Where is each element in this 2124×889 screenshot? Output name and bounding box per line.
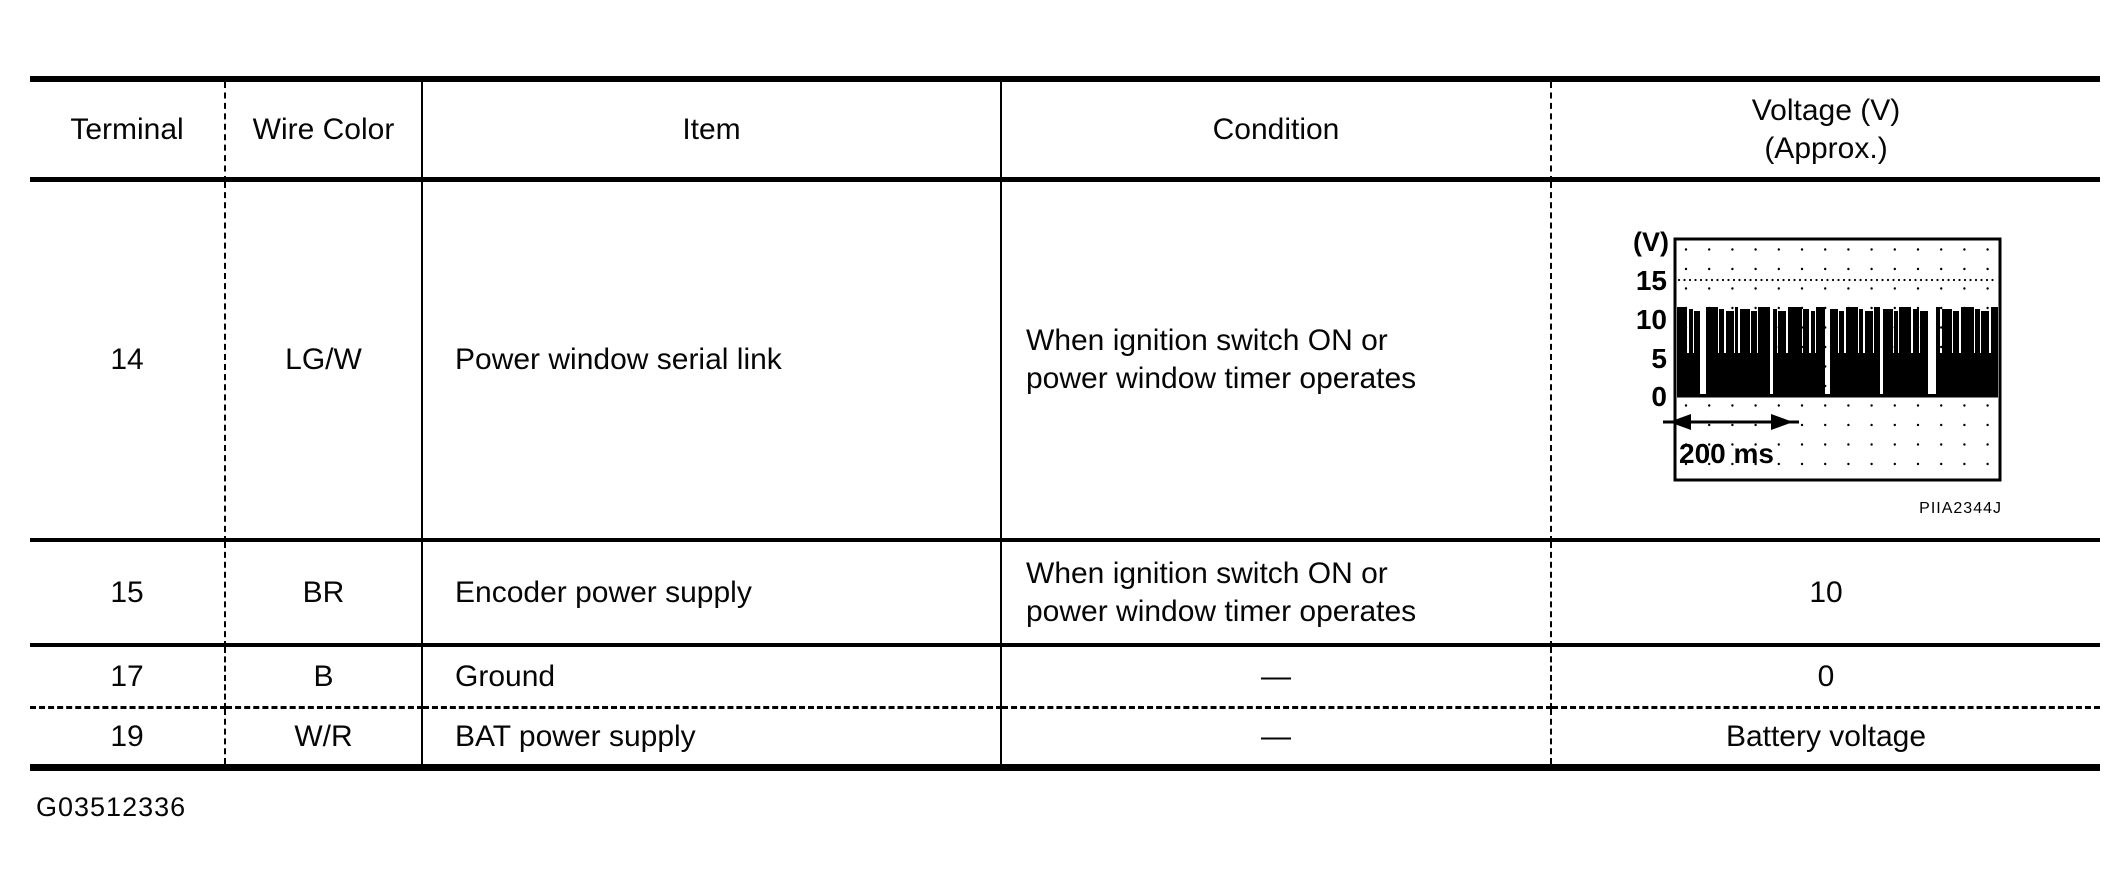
condition-line: When ignition switch ON or [1026, 556, 1388, 590]
terminal-value: 15 [110, 575, 144, 609]
terminal-value: 19 [110, 719, 144, 753]
scope-time-label: 200 ms [1679, 438, 1774, 469]
terminal-value: 17 [110, 659, 144, 693]
cell-condition-15: When ignition switch ON or power window … [1002, 542, 1552, 647]
cell-item-15: Encoder power supply [423, 542, 1002, 647]
cell-voltage-17: 0 [1552, 647, 2100, 709]
wire-color-value: BR [302, 575, 345, 609]
cell-condition-17: — [1002, 647, 1552, 709]
cell-wire-color-19: W/R [226, 709, 423, 764]
condition-dash: — [1261, 659, 1291, 693]
condition-line: When ignition switch ON or [1026, 324, 1388, 357]
voltage-value: Battery voltage [1725, 719, 1927, 753]
condition-line: power window timer operates [1026, 362, 1417, 395]
header-condition-label: Condition [1212, 112, 1340, 146]
header-condition: Condition [1002, 82, 1552, 182]
cell-condition-14: When ignition switch ON or power window … [1002, 182, 1552, 542]
header-item: Item [423, 82, 1002, 182]
item-value: Ground [455, 659, 556, 693]
scope-y-tick-15: 15 [1636, 265, 1667, 296]
cell-voltage-14-waveform: (V) 15 10 5 0 200 ms PIIA2344J [1552, 182, 2100, 542]
cell-wire-color-14: LG/W [226, 182, 423, 542]
header-voltage: Voltage (V) (Approx.) [1552, 82, 2100, 182]
voltage-value: 0 [1817, 659, 1835, 693]
scope-waveform [1677, 307, 1998, 398]
condition-dash: — [1261, 719, 1291, 753]
scope-y-tick-10: 10 [1636, 304, 1667, 335]
cell-item-17: Ground [423, 647, 1002, 709]
item-value: BAT power supply [455, 719, 696, 753]
cell-voltage-15: 10 [1552, 542, 2100, 647]
cell-terminal-17: 17 [30, 647, 226, 709]
header-wire-color-label: Wire Color [252, 112, 395, 146]
cell-terminal-14: 14 [30, 182, 226, 542]
header-item-label: Item [682, 112, 741, 146]
cell-wire-color-15: BR [226, 542, 423, 647]
voltage-value: 10 [1809, 575, 1843, 609]
cell-terminal-19: 19 [30, 709, 226, 764]
terminal-value: 14 [110, 343, 144, 376]
voltage-waveform-scope: (V) 15 10 5 0 200 ms PIIA2344J [1633, 227, 2002, 517]
wire-color-value: LG/W [285, 343, 362, 376]
scope-caption: PIIA2344J [1919, 500, 2002, 517]
item-value: Power window serial link [455, 343, 782, 376]
scope-y-tick-0: 0 [1651, 381, 1667, 412]
header-terminal: Terminal [30, 82, 226, 182]
terminal-voltage-table: Terminal Wire Color Item Condition Volta… [30, 76, 2100, 771]
scope-y-tick-5: 5 [1651, 343, 1667, 374]
cell-terminal-15: 15 [30, 542, 226, 647]
header-voltage-line1: Voltage (V) [1751, 93, 1901, 127]
time-span-arrow [1663, 414, 1799, 430]
header-wire-color: Wire Color [226, 82, 423, 182]
condition-line: power window timer operates [1026, 594, 1417, 628]
header-voltage-line2: (Approx.) [1764, 131, 1888, 165]
scope-frame [1673, 237, 2002, 482]
oscilloscope-figure: (V) 15 10 5 0 200 ms PIIA2344J [1627, 225, 2017, 525]
cell-item-14: Power window serial link [423, 182, 1002, 542]
item-value: Encoder power supply [455, 575, 752, 609]
header-terminal-label: Terminal [70, 112, 184, 146]
figure-code: G03512336 [36, 792, 187, 822]
cell-condition-19: — [1002, 709, 1552, 764]
cell-wire-color-17: B [226, 647, 423, 709]
wire-color-value: W/R [294, 719, 353, 753]
wire-color-value: B [313, 659, 334, 693]
cell-voltage-19: Battery voltage [1552, 709, 2100, 764]
scope-y-unit: (V) [1633, 227, 1669, 257]
cell-item-19: BAT power supply [423, 709, 1002, 764]
